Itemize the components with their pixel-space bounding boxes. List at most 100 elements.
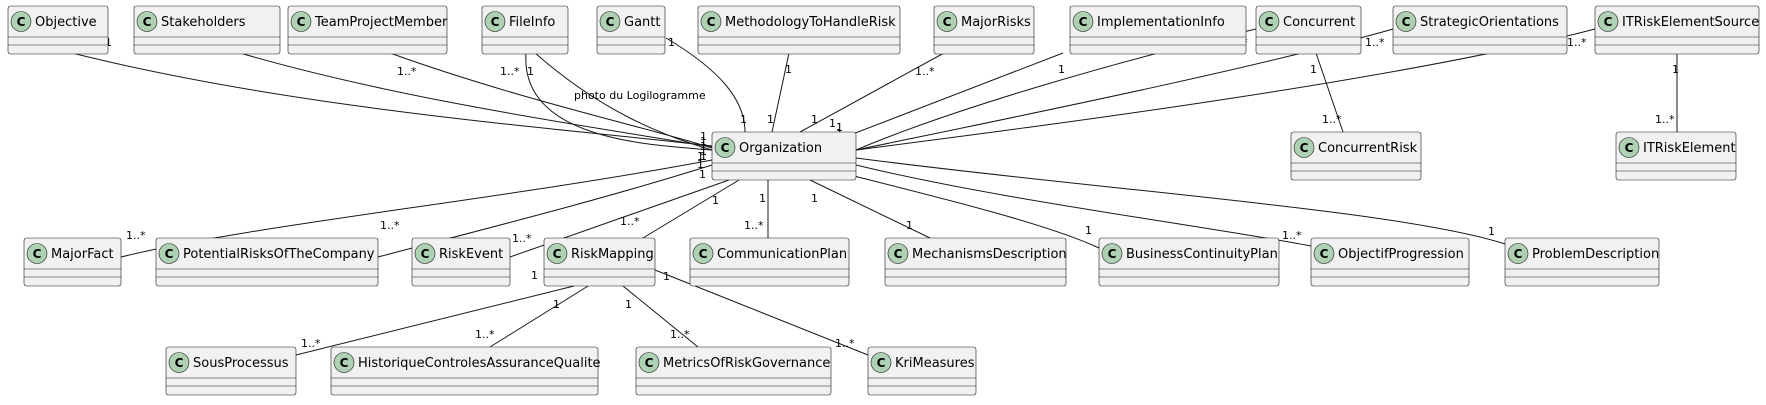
association-teamprojectmember-organization: 1..* 1 [389, 52, 713, 153]
multiplicity-from: 1 [811, 192, 818, 205]
association-line [489, 285, 589, 348]
class-stereotype-icon [414, 243, 436, 264]
multiplicity-to: 1 [700, 150, 707, 163]
class-stereotype-icon [870, 352, 892, 373]
multiplicity-from: 1 [668, 36, 675, 49]
class-stereotype-icon [714, 137, 736, 158]
association-line [71, 52, 713, 147]
class-stereotype-icon [1101, 243, 1123, 264]
multiplicity-to: 1..* [620, 215, 640, 228]
multiplicity-to: 1 [906, 219, 913, 232]
multiplicity-to: 1..* [744, 219, 764, 232]
class-box [165, 346, 297, 396]
multiplicity-from: 1..* [500, 65, 520, 78]
multiplicity-to: 1 [767, 113, 774, 126]
multiplicity-to: 1 [700, 130, 707, 143]
class-stereotype-icon [936, 11, 958, 32]
association-fileinfo-organization: 1 1 photo du Logilogramme [527, 52, 713, 163]
class-stereotype-icon [1072, 11, 1094, 32]
class-stereotype-icon [599, 11, 621, 32]
multiplicity-to: 1..* [1655, 113, 1675, 126]
association-line [525, 52, 713, 151]
multiplicity-to: 1..* [835, 337, 855, 350]
association-line [855, 157, 1506, 245]
class-name: StrategicOrientations [1420, 15, 1559, 30]
multiplicity-from: 1 [105, 36, 112, 49]
association-concurrent-concurrentrisk: 11..* [1310, 52, 1344, 133]
class-stereotype-icon [484, 11, 506, 32]
class-stereotype-icon [1618, 137, 1640, 158]
class-itriskelementsource[interactable]: C ITRiskElementSource [1594, 5, 1760, 55]
multiplicity-from: 1 [531, 269, 538, 282]
multiplicity-from: 1 [785, 63, 792, 76]
association-organization-communicationplan: 11..* [744, 180, 769, 238]
class-stereotype-letter: C [1108, 247, 1117, 261]
class-stereotype-letter: C [1625, 141, 1634, 155]
class-name: Stakeholders [161, 15, 246, 30]
class-stereotype-letter: C [1320, 247, 1329, 261]
class-name: ITRiskElement [1643, 141, 1736, 156]
class-stereotype-letter: C [1604, 15, 1613, 29]
multiplicity-to: 1 [1085, 224, 1092, 237]
class-stereotype-letter: C [894, 247, 903, 261]
multiplicity-from: 1..* [1567, 36, 1587, 49]
class-stereotype-icon [1597, 11, 1619, 32]
multiplicity-from: 1 [699, 168, 706, 181]
class-stereotype-letter: C [699, 247, 708, 261]
multiplicity-from: 1 [1672, 63, 1679, 76]
class-stereotype-icon [10, 11, 32, 32]
class-stereotype-icon [168, 352, 190, 373]
multiplicity-to: 1 [829, 117, 836, 130]
class-stereotype-letter: C [421, 247, 430, 261]
association-label: photo du Logilogramme [574, 89, 706, 102]
class-box [543, 237, 656, 287]
association-methodologytohandlerisk-organization: 11 [767, 52, 792, 133]
multiplicity-from: 1 [663, 270, 670, 283]
class-name: ImplementationInfo [1097, 15, 1225, 30]
class-box [1069, 5, 1247, 55]
association-majorrisks-organization: 1..*1 [799, 52, 945, 133]
class-box [1098, 237, 1280, 287]
class-itriskelement[interactable]: C ITRiskElement [1615, 131, 1737, 181]
class-stereotype-icon [1313, 243, 1335, 264]
class-stereotype-letter: C [165, 247, 174, 261]
association-implementationinfo-organization: 11 [829, 52, 1065, 143]
class-name: Objective [35, 15, 97, 30]
class-box [287, 5, 448, 55]
multiplicity-from: 1 [712, 194, 719, 207]
class-box [1392, 5, 1568, 55]
association-objective-organization: 11 [71, 36, 713, 147]
association-line [389, 52, 713, 149]
class-name: ITRiskElementSource [1622, 15, 1759, 30]
multiplicity-to: 1 [1488, 225, 1495, 238]
multiplicity-to: 1..* [126, 229, 146, 242]
class-name: ConcurrentRisk [1318, 141, 1418, 156]
class-box [689, 237, 850, 287]
multiplicity-to: 1 [836, 121, 843, 134]
